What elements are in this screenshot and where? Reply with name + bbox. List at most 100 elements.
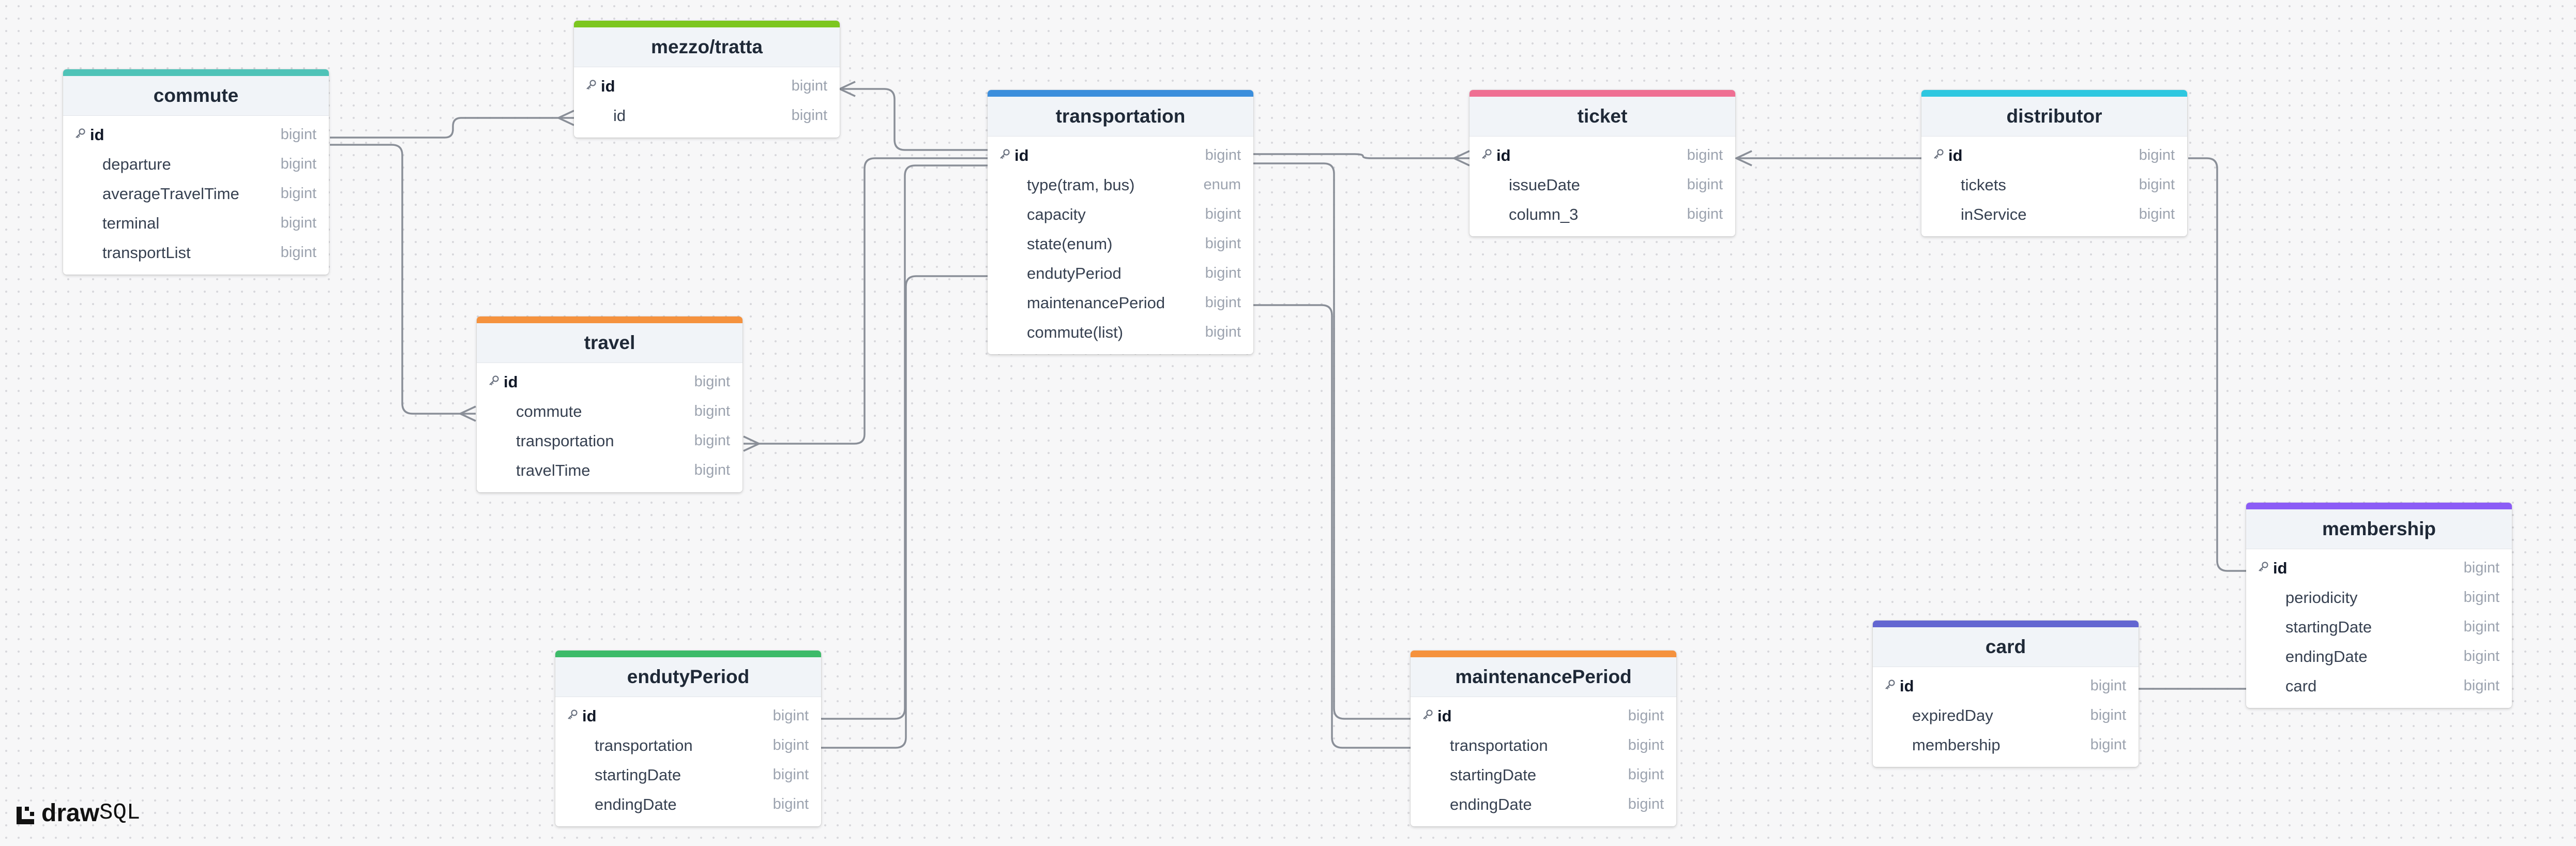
column-name: expiredDay: [1912, 706, 1993, 724]
column-name: id: [1437, 706, 1452, 725]
table-title[interactable]: commute: [63, 69, 329, 116]
column-type: bigint: [2463, 677, 2499, 694]
table-title[interactable]: distributor: [1921, 90, 2187, 137]
column-row[interactable]: averageTravelTime bigint: [63, 179, 329, 208]
column-row[interactable]: state(enum)bigint: [988, 229, 1253, 259]
column-row[interactable]: type(tram, bus)enum: [988, 170, 1253, 200]
table-title[interactable]: ticket: [1469, 90, 1735, 137]
logo-text-light: SQL: [99, 800, 141, 826]
key-icon: [585, 78, 601, 94]
column-name: id: [613, 106, 626, 125]
column-name: transportation: [1450, 736, 1548, 754]
crowfoot-ticket: [1451, 150, 1470, 167]
column-type: bigint: [1205, 294, 1241, 311]
table-title[interactable]: maintenancePeriod: [1411, 651, 1676, 697]
column-type: bigint: [694, 403, 730, 419]
key-icon: [1481, 147, 1496, 163]
key-icon: [74, 127, 90, 143]
table-title[interactable]: mezzo/tratta: [574, 21, 840, 67]
column-name: startingDate: [595, 765, 681, 784]
column-row[interactable]: issueDate bigint: [1469, 170, 1735, 200]
table-title[interactable]: membership: [2246, 503, 2512, 549]
column-name: endingDate: [2285, 647, 2368, 666]
column-type: bigint: [694, 373, 730, 390]
column-type: bigint: [1205, 265, 1241, 281]
crowfoot-travel-commute: [458, 405, 476, 422]
crowfoot-mezzo: [556, 110, 574, 126]
table-title[interactable]: travel: [477, 316, 743, 363]
column-name: issueDate: [1509, 175, 1580, 194]
column-row[interactable]: id bigint: [2246, 553, 2512, 583]
column-type: bigint: [1205, 206, 1241, 222]
drawsql-logo[interactable]: draw SQL: [16, 797, 140, 828]
column-name: transportation: [595, 736, 693, 754]
column-type: bigint: [2463, 560, 2499, 576]
column-name: column_3: [1509, 205, 1579, 223]
column-name: commute: [516, 402, 582, 420]
table-title[interactable]: card: [1873, 621, 2139, 667]
column-type: bigint: [280, 156, 316, 172]
column-type: enum: [1203, 176, 1241, 193]
table-title[interactable]: endutyPeriod: [555, 651, 821, 697]
logo-mark-icon: [16, 803, 35, 824]
table-title[interactable]: transportation: [988, 90, 1253, 137]
column-name: id: [582, 706, 597, 725]
column-row[interactable]: commute(list)bigint: [988, 318, 1253, 347]
column-name: id: [2273, 558, 2287, 577]
column-name: averageTravelTime: [102, 184, 239, 203]
column-name: terminal: [102, 214, 160, 232]
column-row[interactable]: commute bigint: [477, 397, 743, 426]
column-type: bigint: [1687, 176, 1723, 193]
column-type: bigint: [280, 185, 316, 202]
column-type: bigint: [1628, 796, 1664, 812]
column-type: bigint: [2090, 677, 2126, 694]
relation-transportation-maint-id: [1253, 162, 1411, 720]
